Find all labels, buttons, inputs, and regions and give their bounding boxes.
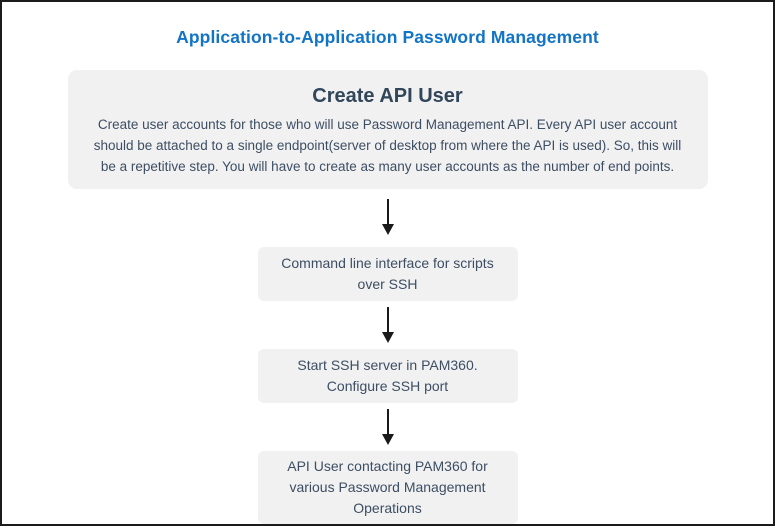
flow-node-title: Create API User [312,85,463,107]
flow-node-create-api-user: Create API User Create user accounts for… [67,70,708,189]
page-title: Application-to-Application Password Mana… [176,27,599,47]
arrow-head [381,332,394,343]
flow-node-start-ssh-server: Start SSH server in PAM360. Configure SS… [257,349,518,403]
arrow-head [381,224,394,235]
down-arrow-icon [381,199,394,235]
flow-node-cli-over-ssh: Command line interface for scripts over … [257,247,518,301]
flow-node-description: Create user accounts for those who will … [93,117,682,174]
flow-node-label: API User contacting PAM360 for various P… [287,458,488,516]
down-arrow-icon [381,307,394,343]
flow-node-api-user-contacting: API User contacting PAM360 for various P… [257,451,518,524]
arrow-shaft [386,199,389,224]
arrow-shaft [386,307,389,332]
arrow-shaft [386,409,389,434]
flow-node-label: Start SSH server in PAM360. Configure SS… [297,357,478,394]
down-arrow-icon [381,409,394,445]
arrow-head [381,434,394,445]
flow-node-label: Command line interface for scripts over … [281,255,494,292]
